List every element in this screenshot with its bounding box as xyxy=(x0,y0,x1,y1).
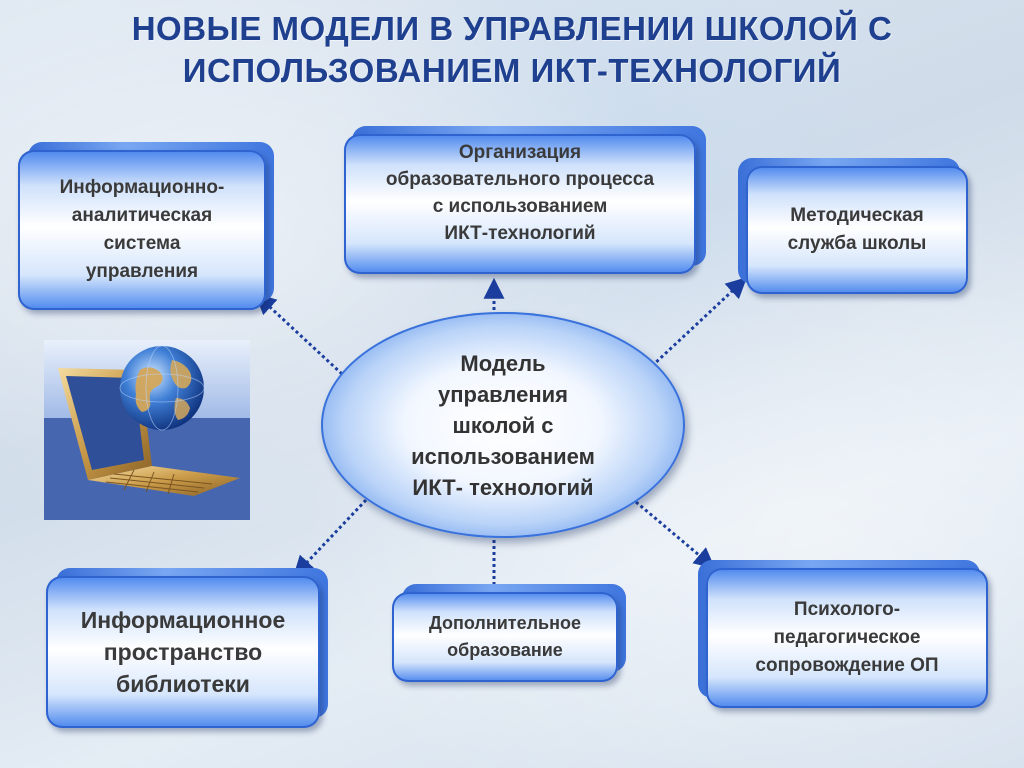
central-node: Модель управления школой с использование… xyxy=(321,312,685,538)
node-info-analytic-line-4: управления xyxy=(85,261,199,282)
node-info-analytic-line-3: система xyxy=(103,233,181,254)
central-node-line-4: использованием xyxy=(411,443,595,469)
laptop-globe-icon xyxy=(44,340,250,520)
node-info-analytic-line-2: аналитическая xyxy=(71,205,213,226)
node-methodical-line-1: Методическая xyxy=(790,205,924,226)
node-library: Информационное пространство библиотеки xyxy=(46,568,330,730)
node-additional-line-2: образование xyxy=(447,640,563,660)
central-node-line-3: школой с xyxy=(452,412,554,438)
node-organization-line-4: ИКТ-технологий xyxy=(444,223,596,244)
node-library-line-2: пространство xyxy=(103,639,263,665)
slide-title: НОВЫЕ МОДЕЛИ В УПРАВЛЕНИИ ШКОЛОЙ С ИСПОЛ… xyxy=(0,8,1024,92)
node-psychology-line-3: сопровождение ОП xyxy=(755,655,939,676)
node-library-line-1: Информационное xyxy=(80,607,286,633)
node-organization-line-3: с использованием xyxy=(432,196,608,217)
node-additional: Дополнительное образование xyxy=(392,584,628,684)
node-organization-line-2: образовательного процесса xyxy=(385,169,655,190)
arrow-to-psychology xyxy=(635,500,716,569)
node-methodical: Методическая служба школы xyxy=(738,158,970,296)
central-node-line-5: ИКТ- технологий xyxy=(412,474,594,500)
node-info-analytic: Информационно- аналитическая система упр… xyxy=(18,142,276,312)
central-node-line-2: управления xyxy=(437,381,568,407)
arrow-to-info-analytic xyxy=(254,293,344,376)
central-node-line-1: Модель xyxy=(460,350,546,376)
node-organization-line-1: Организация xyxy=(458,142,582,163)
node-library-line-3: библиотеки xyxy=(116,671,250,697)
title-line-2: ИСПОЛЬЗОВАНИЕМ ИКТ-ТЕХНОЛОГИЙ xyxy=(182,52,842,89)
node-psychology-line-1: Психолого- xyxy=(793,599,901,620)
arrow-to-methodical xyxy=(650,277,748,368)
node-psychology-line-2: педагогическое xyxy=(773,627,921,648)
node-methodical-line-2: служба школы xyxy=(787,233,927,254)
node-info-analytic-line-1: Информационно- xyxy=(59,177,225,198)
arrow-to-library xyxy=(293,498,368,578)
node-additional-line-1: Дополнительное xyxy=(428,613,582,633)
title-line-1: НОВЫЕ МОДЕЛИ В УПРАВЛЕНИИ ШКОЛОЙ С xyxy=(131,10,893,47)
node-organization: Организация образовательного процесса с … xyxy=(344,126,708,278)
node-psychology: Психолого- педагогическое сопровождение … xyxy=(698,560,990,710)
